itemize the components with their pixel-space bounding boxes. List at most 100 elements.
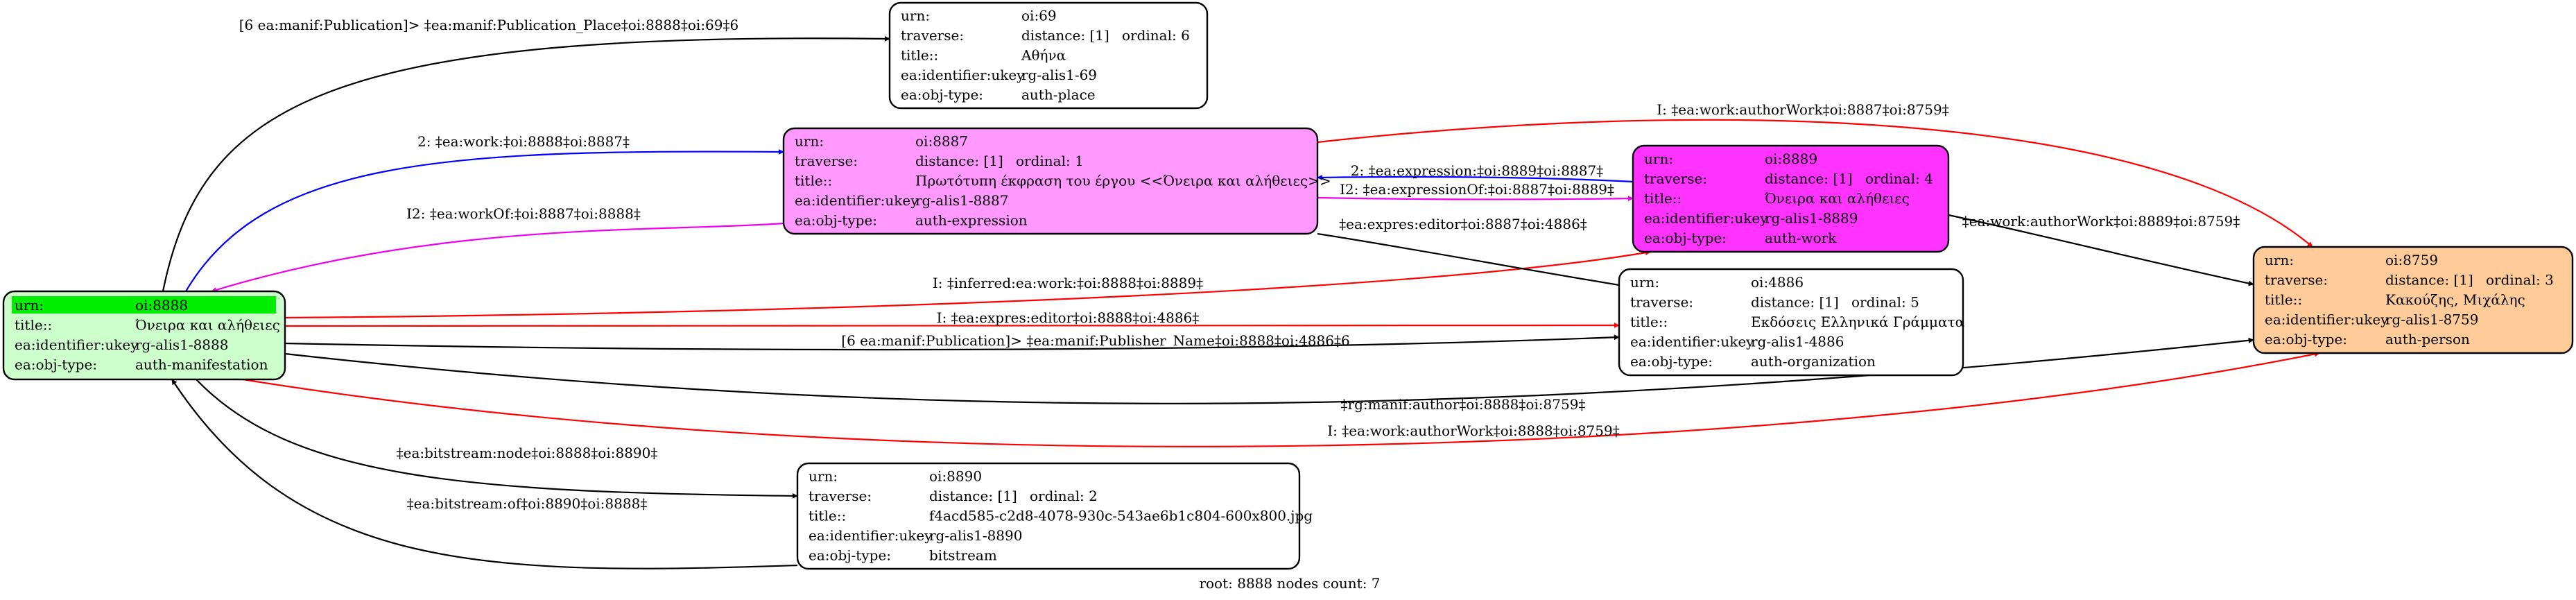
edge-label: ‡ea:work:authorWork‡oi:8889‡oi:8759‡ [1962, 213, 2240, 230]
field-label-objtype: ea:obj-type: [2265, 331, 2347, 348]
edge-line [1317, 119, 2313, 248]
field-label-title: title:: [1630, 314, 1668, 330]
edge-label: ‡ea:bitstream:of‡oi:8890‡oi:8888‡ [407, 495, 648, 512]
edge-label: I: ‡ea:work:authorWork‡oi:8888‡oi:8759‡ [1327, 422, 1619, 439]
field-value-objtype: auth-person [2385, 331, 2470, 348]
field-value-urn: oi:8890 [929, 468, 982, 484]
field-value-traverse: distance: [1] [929, 488, 1017, 504]
field-label-urn: urn: [1644, 151, 1673, 167]
edge-publisher: [6 ea:manif:Publication]> ‡ea:manif:Publ… [284, 332, 1620, 351]
node-box [1632, 144, 1950, 253]
field-label-urn: urn: [15, 297, 44, 314]
edge-authorwork-8889: ‡ea:work:authorWork‡oi:8889‡oi:8759‡ [1948, 213, 2254, 286]
edge-line [171, 379, 798, 569]
node-oi-8889[interactable]: urn: oi:8889 traverse: distance: [1] ordinal… [1632, 144, 1950, 253]
edge-expression: 2: ‡ea:expression:‡oi:8889‡oi:8887‡ [1317, 162, 1634, 183]
edge-label: I: ‡inferred:ea:work:‡oi:8888‡oi:8889‡ [933, 275, 1203, 291]
field-value-title: Όνειρα και αλήθειες [1765, 190, 1910, 207]
field-label-title: title:: [795, 172, 832, 189]
field-label-title: title:: [1644, 190, 1682, 207]
field-value-urn: oi:8888 [135, 297, 188, 314]
edge-workof: I2: ‡ea:workOf:‡oi:8887‡oi:8888‡ [211, 205, 784, 293]
field-value-ordinal: ordinal: 5 [1851, 293, 1919, 310]
field-value-title: Κακούζης, Μιχάλης [2385, 291, 2525, 308]
field-label-title: title:: [2265, 291, 2302, 308]
edge-label: [6 ea:manif:Publication]> ‡ea:manif:Publ… [841, 332, 1349, 349]
edge-label: ‡rg:manif:author‡oi:8888‡oi:8759‡ [1341, 396, 1586, 413]
edge-label: I2: ‡ea:workOf:‡oi:8887‡oi:8888‡ [406, 205, 641, 222]
field-value-objtype: auth-expression [915, 212, 1028, 228]
edge-editor-8887: ‡ea:expres:editor‡oi:8887‡oi:4886‡ [1317, 216, 1658, 293]
field-value-ordinal: ordinal: 1 [1016, 153, 1084, 169]
graph-summary-footer: root: 8888 nodes count: 7 [1199, 575, 1380, 592]
field-value-objtype: auth-work [1765, 230, 1837, 246]
field-label-identifier: ea:identifier:ukey [901, 67, 1025, 83]
field-label-traverse: traverse: [795, 153, 858, 169]
field-value-traverse: distance: [1] [1021, 27, 1109, 44]
field-value-identifier: rg-alis1-8890 [929, 527, 1022, 544]
field-value-ordinal: ordinal: 3 [2486, 271, 2554, 288]
field-value-objtype: bitstream [929, 547, 997, 563]
edge-label: 2: ‡ea:expression:‡oi:8889‡oi:8887‡ [1351, 162, 1603, 179]
field-value-urn: oi:8887 [915, 132, 968, 149]
edge-line [242, 351, 2320, 447]
field-value-ordinal: ordinal: 6 [1122, 27, 1190, 44]
field-value-urn: oi:69 [1021, 7, 1057, 24]
field-label-traverse: traverse: [1630, 293, 1693, 310]
urn-highlight [12, 296, 134, 314]
field-label-urn: urn: [901, 7, 930, 24]
field-value-identifier: rg-alis1-8889 [1765, 209, 1858, 226]
field-label-traverse: traverse: [1644, 170, 1707, 187]
edge-line [1317, 174, 1634, 183]
field-value-title: Εκδόσεις Ελληνικά Γράμματα [1751, 314, 1964, 330]
edge-label: I2: ‡ea:expressionOf:‡oi:8887‡oi:8889‡ [1340, 181, 1614, 198]
edge-label: ‡ea:bitstream:node‡oi:8888‡oi:8890‡ [397, 445, 658, 461]
edge-label: I: ‡ea:work:authorWork‡oi:8887‡oi:8759‡ [1657, 101, 1948, 118]
field-label-title: title:: [901, 46, 938, 63]
field-label-urn: urn: [2265, 252, 2294, 268]
field-label-identifier: ea:identifier:ukey [1644, 209, 1768, 226]
edge-label: I: ‡ea:expres:editor‡oi:8888‡oi:4886‡ [937, 309, 1200, 326]
field-value-objtype: auth-manifestation [135, 357, 268, 373]
edge-authorwork-8888: I: ‡ea:work:authorWork‡oi:8888‡oi:8759‡ [242, 351, 2320, 447]
edge-line [196, 379, 798, 499]
field-value-identifier: rg-alis1-69 [1021, 67, 1097, 83]
field-value-urn: oi:8889 [1765, 151, 1817, 167]
field-label-objtype: ea:obj-type: [795, 212, 877, 228]
node-oi-8887[interactable]: urn: oi:8887 traverse: distance: [1] ordinal… [782, 127, 1331, 235]
edge-label: 2: ‡ea:work:‡oi:8888‡oi:8887‡ [417, 133, 630, 150]
field-label-identifier: ea:identifier:ukey [2265, 311, 2389, 327]
field-value-traverse: distance: [1] [2385, 271, 2473, 288]
field-value-title: Αθήνα [1021, 46, 1066, 63]
field-label-objtype: ea:obj-type: [1644, 230, 1727, 246]
urn-highlight [134, 296, 276, 314]
field-label-urn: urn: [1630, 274, 1659, 291]
field-value-identifier: rg-alis1-4886 [1751, 333, 1844, 350]
field-value-title: f4acd585-c2d8-4078-930c-543ae6b1c804-600… [929, 507, 1313, 524]
edge-label: [6 ea:manif:Publication]> ‡ea:manif:Publ… [239, 17, 738, 33]
field-label-objtype: ea:obj-type: [15, 357, 97, 373]
field-value-objtype: auth-organization [1751, 353, 1876, 370]
edge-place: [6 ea:manif:Publication]> ‡ea:manif:Publ… [162, 17, 890, 292]
field-value-identifier: rg-alis1-8888 [135, 336, 228, 353]
field-value-ordinal: ordinal: 4 [1865, 170, 1933, 187]
node-box [782, 127, 1319, 235]
field-label-title: title:: [809, 507, 846, 524]
edges-layer: [6 ea:manif:Publication]> ‡ea:manif:Publ… [162, 17, 2320, 569]
field-label-urn: urn: [795, 132, 824, 149]
field-label-objtype: ea:obj-type: [1630, 353, 1713, 370]
edge-authorwork-8887: I: ‡ea:work:authorWork‡oi:8887‡oi:8759‡ [1317, 101, 2313, 248]
edge-line [162, 35, 890, 292]
node-box [1618, 268, 1964, 377]
field-value-traverse: distance: [1] [1751, 293, 1839, 310]
field-value-traverse: distance: [1] [915, 153, 1003, 169]
field-label-objtype: ea:obj-type: [809, 547, 891, 563]
field-value-traverse: distance: [1] [1765, 170, 1853, 187]
